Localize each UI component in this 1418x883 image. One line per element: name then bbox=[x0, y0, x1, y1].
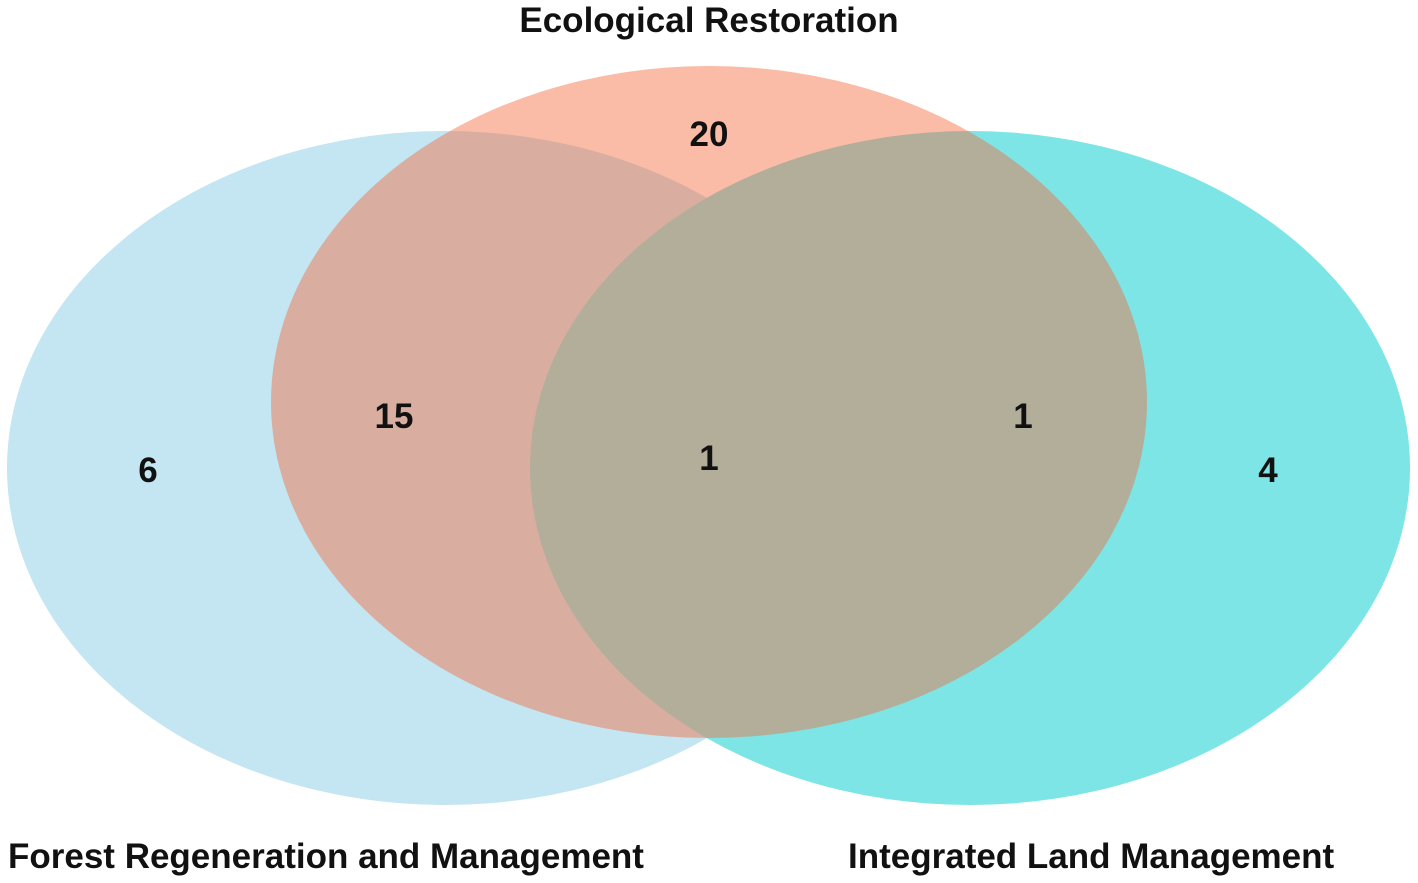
count-right-only: 4 bbox=[1258, 451, 1278, 490]
count-left-top: 15 bbox=[375, 397, 414, 436]
set-top-ellipse bbox=[271, 66, 1147, 738]
set-right-ellipse bbox=[530, 131, 1410, 805]
count-top-right: 1 bbox=[1013, 397, 1032, 436]
count-left-top-right: 1 bbox=[699, 439, 718, 478]
set-label-left: Forest Regeneration and Management bbox=[8, 837, 644, 876]
set-label-right: Integrated Land Management bbox=[848, 837, 1335, 876]
count-top-only: 20 bbox=[690, 115, 729, 154]
set-label-top: Ecological Restoration bbox=[519, 1, 898, 40]
count-left-only: 6 bbox=[138, 451, 157, 490]
